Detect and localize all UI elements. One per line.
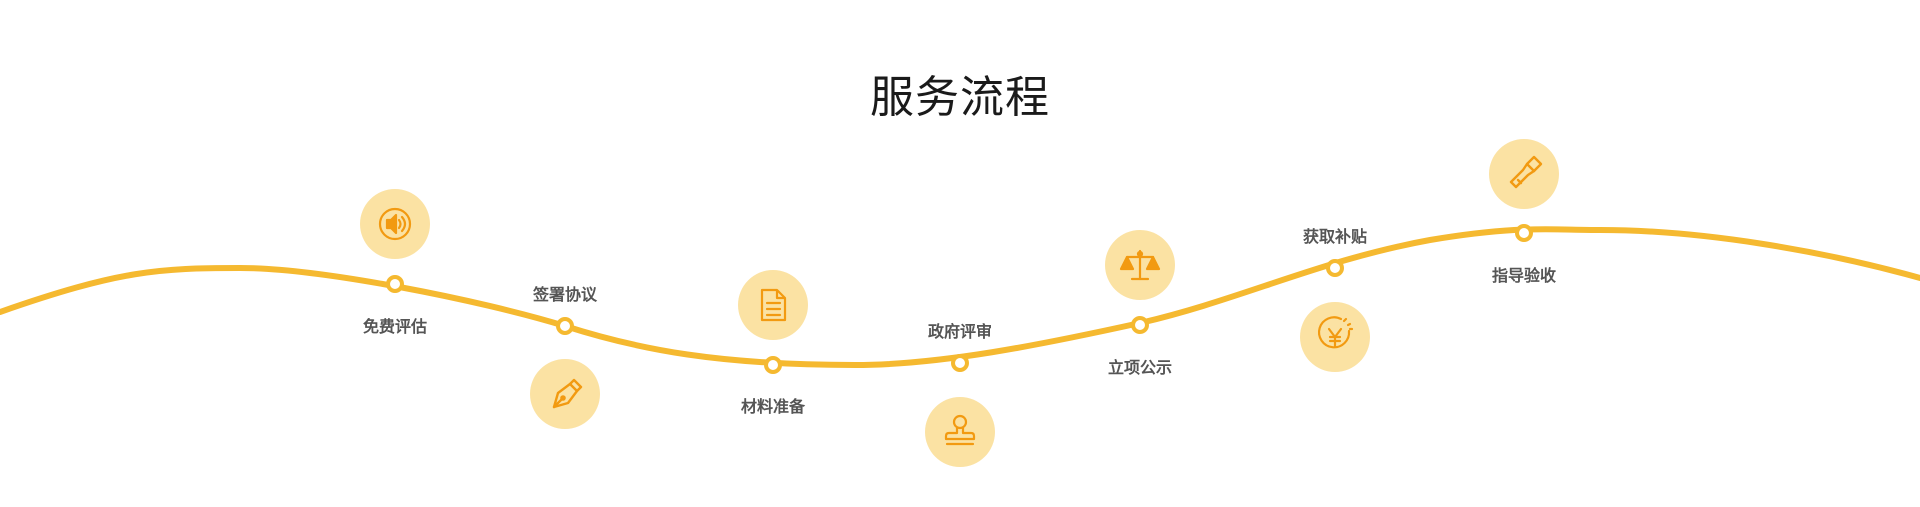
step-sign-agreement: 签署协议	[530, 285, 600, 429]
step-free-assessment: 免费评估	[360, 189, 430, 336]
icon-circle	[530, 359, 600, 429]
step-obtain-subsidy: 获取补贴	[1300, 227, 1370, 372]
scales-icon	[1119, 249, 1161, 281]
pen-nib-icon	[552, 378, 583, 409]
flow-curve	[0, 226, 1920, 369]
icon-circle	[925, 397, 995, 467]
step-label: 指导验收	[1492, 266, 1556, 285]
step-dot	[556, 317, 574, 335]
yen-coin-icon	[1317, 316, 1354, 349]
icon-circle	[738, 270, 808, 340]
step-label: 免费评估	[363, 317, 427, 336]
step-label: 材料准备	[741, 397, 806, 416]
step-dot	[951, 354, 969, 372]
step-government-review: 政府评审	[925, 322, 995, 467]
step-dot	[1326, 259, 1344, 277]
step-label: 政府评审	[928, 322, 992, 341]
icon-circle	[1489, 139, 1559, 209]
step-project-publicity: 立项公示	[1105, 230, 1175, 377]
flashlight-icon	[1509, 155, 1543, 189]
step-materials-prep: 材料准备	[738, 270, 808, 416]
page-title: 服务流程	[870, 72, 1050, 123]
step-dot	[1515, 224, 1533, 242]
step-label: 获取补贴	[1303, 227, 1367, 246]
stamp-icon	[944, 414, 976, 446]
step-dot	[386, 275, 404, 293]
step-guided-acceptance: 指导验收	[1489, 139, 1559, 285]
speaker-icon	[378, 207, 412, 241]
step-dot	[764, 356, 782, 374]
step-label: 签署协议	[532, 285, 598, 304]
step-label: 立项公示	[1108, 358, 1172, 377]
document-icon	[760, 288, 787, 322]
step-dot	[1131, 316, 1149, 334]
